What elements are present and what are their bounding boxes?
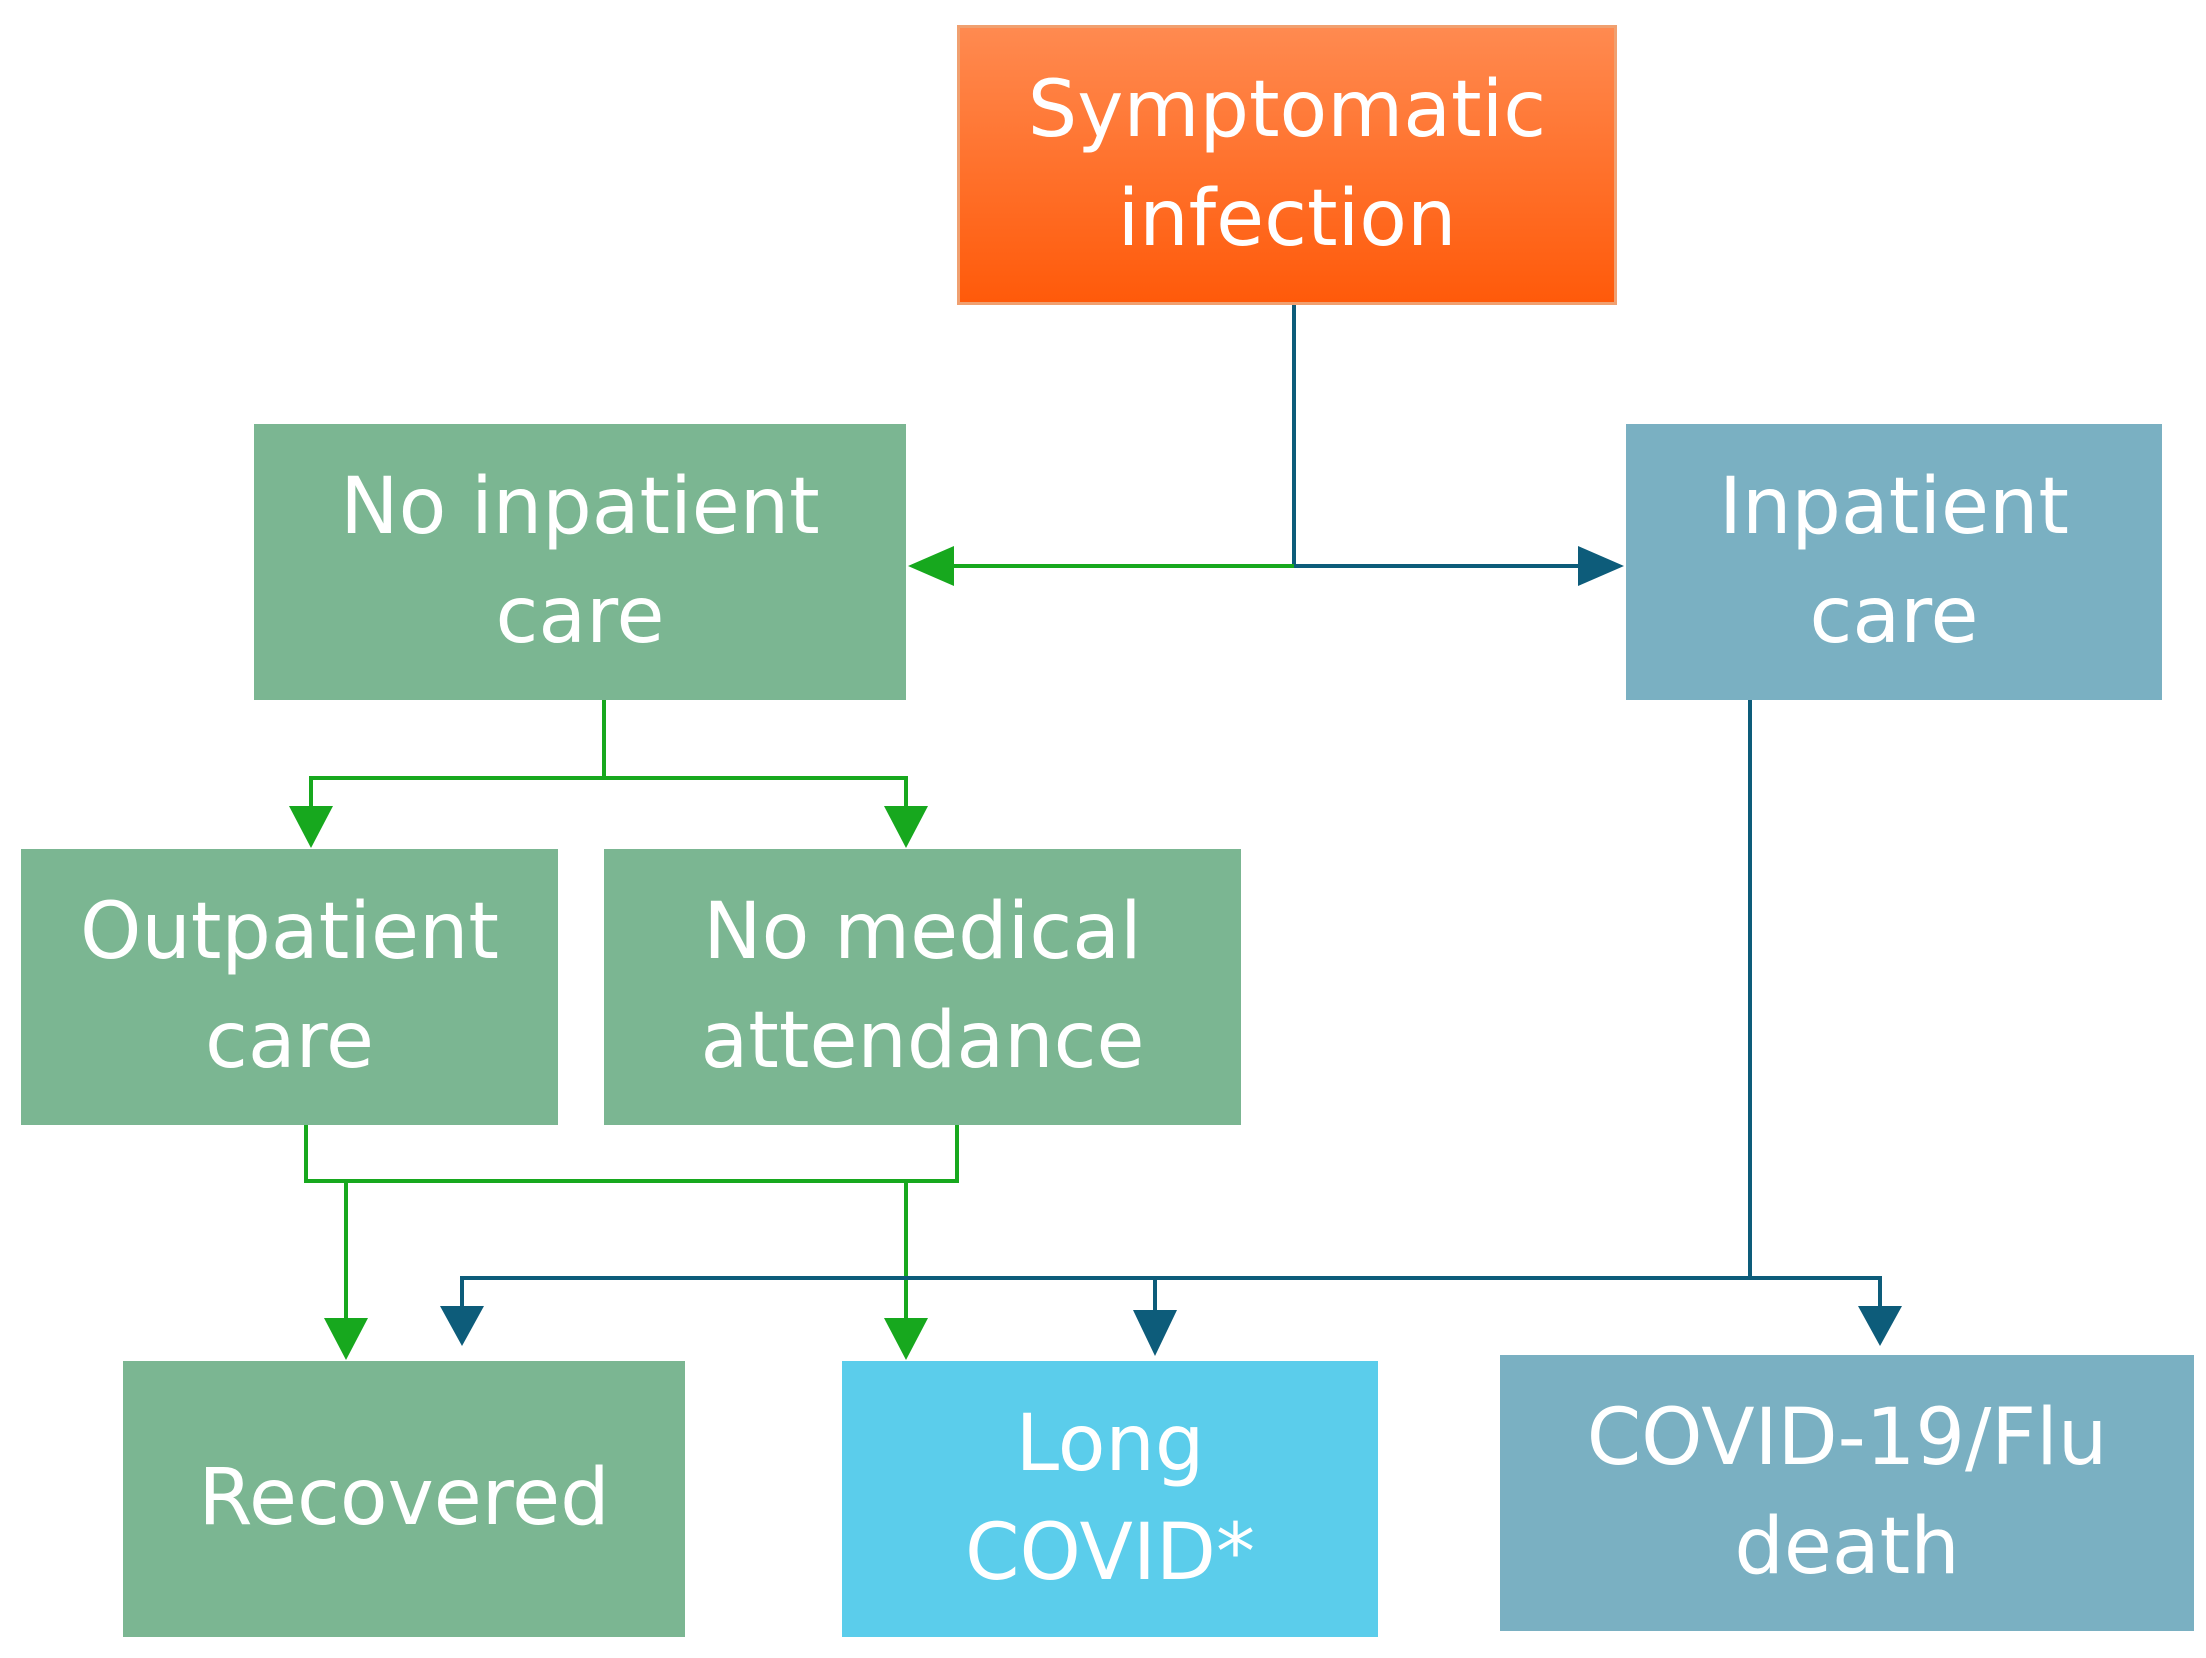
node-no-inpatient-care: No inpatient care <box>254 424 906 700</box>
node-covid-flu-death-label: COVID-19/Flu death <box>1586 1392 2108 1592</box>
arrow-to-inpatient <box>1578 546 1624 586</box>
node-outpatient-care: Outpatient care <box>21 849 558 1125</box>
node-recovered: Recovered <box>123 1361 685 1637</box>
node-long-covid-label: Long COVID* <box>965 1398 1255 1598</box>
node-inpatient-care: Inpatient care <box>1626 424 2162 700</box>
node-outpatient-care-label: Outpatient care <box>80 886 499 1086</box>
arrow-to-no-medical <box>884 806 928 848</box>
node-inpatient-care-label: Inpatient care <box>1718 461 2069 661</box>
node-symptomatic-infection-label: Symptomatic infection <box>1027 64 1547 264</box>
node-symptomatic-infection: Symptomatic infection <box>957 25 1617 305</box>
edge-outpatient-down <box>304 1125 959 1183</box>
arrow-to-death <box>1858 1306 1902 1346</box>
arrow-to-recovered-blue <box>440 1306 484 1346</box>
node-long-covid: Long COVID* <box>842 1361 1378 1637</box>
node-no-medical-attendance-label: No medical attendance <box>700 886 1145 1086</box>
edge-branch-bar <box>309 776 908 808</box>
arrow-to-long-covid-blue <box>1133 1310 1177 1356</box>
edge-inpatient-outcome-bar <box>460 1276 1882 1312</box>
arrow-to-no-inpatient <box>908 546 954 586</box>
node-covid-flu-death: COVID-19/Flu death <box>1500 1355 2194 1631</box>
node-no-inpatient-care-label: No inpatient care <box>340 461 820 661</box>
node-no-medical-attendance: No medical attendance <box>604 849 1241 1125</box>
node-recovered-label: Recovered <box>198 1453 610 1544</box>
arrow-to-recovered-green <box>324 1318 368 1360</box>
arrow-to-outpatient <box>289 806 333 848</box>
arrow-to-long-covid-green <box>884 1318 928 1360</box>
